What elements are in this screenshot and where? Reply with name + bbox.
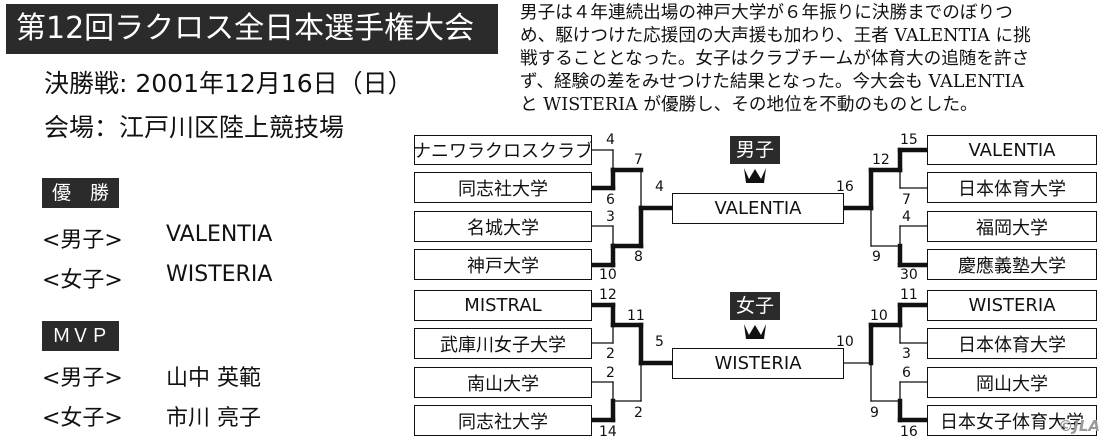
score: 12 xyxy=(599,287,617,303)
summary-line: 戦することとなった。女子はクラブチームが体育大の追随を許さ xyxy=(520,49,1030,69)
team-box: 岡山大学 xyxy=(927,367,1097,398)
score: 9 xyxy=(872,249,881,265)
team-box: 日本女子体育大学 xyxy=(927,405,1097,436)
score: 4 xyxy=(902,209,911,225)
team-box: ナニワラクロスクラブ xyxy=(414,135,592,165)
score: 6 xyxy=(902,365,911,381)
team-box: WISTERIA xyxy=(927,290,1097,321)
score: 10 xyxy=(870,308,888,324)
women-champion-box: WISTERIA xyxy=(672,348,844,379)
champion-women-team: WISTERIA xyxy=(166,262,273,287)
summary-text: 男子は４年連続出場の神戸大学が６年振りに決勝までのぼりつ め、駆けつけた応援団の… xyxy=(520,2,1102,117)
mvp-label: ＭＶＰ xyxy=(42,321,120,351)
team-box: 慶應義塾大学 xyxy=(927,249,1097,280)
team-box: VALENTIA xyxy=(927,135,1097,165)
event-title: 第12回ラクロス全日本選手権大会 xyxy=(6,4,498,54)
score: 16 xyxy=(900,424,918,440)
men-champion-box: VALENTIA xyxy=(672,193,844,224)
score: 7 xyxy=(902,192,911,208)
summary-line: ず、経験の差をみせつけた結果となった。今大会も VALENTIA xyxy=(520,72,1025,92)
score: 15 xyxy=(900,132,918,148)
team-box: 武庫川女子大学 xyxy=(414,328,592,359)
score: 2 xyxy=(634,405,643,421)
score: 3 xyxy=(606,209,615,225)
team-box: 福岡大学 xyxy=(927,211,1097,242)
women-category-label: 女子 xyxy=(730,292,781,320)
score: 9 xyxy=(870,405,879,421)
score: 4 xyxy=(655,179,664,195)
champion-men-team: VALENTIA xyxy=(166,222,273,247)
summary-line: と WISTERIA が優勝し、その地位を不動のものとした。 xyxy=(520,95,978,115)
score: 8 xyxy=(634,249,643,265)
team-box: 同志社大学 xyxy=(414,172,592,203)
score: 11 xyxy=(900,287,918,303)
team-box: 日本体育大学 xyxy=(927,328,1097,359)
score: 2 xyxy=(606,365,615,381)
summary-line: 男子は４年連続出場の神戸大学が６年振りに決勝までのぼりつ xyxy=(520,3,1013,23)
score: 2 xyxy=(606,346,615,362)
team-box: 名城大学 xyxy=(414,211,592,242)
score: 10 xyxy=(836,334,854,350)
score: 16 xyxy=(836,179,854,195)
team-box: 神戸大学 xyxy=(414,249,592,280)
venue: 会場：江戸川区陸上競技場 xyxy=(44,113,345,142)
jla-logo: ©JLA xyxy=(1058,417,1100,435)
champion-women-category: <女子> xyxy=(42,268,123,293)
score: 4 xyxy=(606,132,615,148)
team-box: 日本体育大学 xyxy=(927,172,1097,203)
team-box: MISTRAL xyxy=(414,290,592,321)
score: 10 xyxy=(599,267,617,283)
mvp-men-category: <男子> xyxy=(42,366,123,391)
men-category-label: 男子 xyxy=(730,136,781,164)
score: 11 xyxy=(627,308,645,324)
crown-icon xyxy=(744,168,766,183)
champion-men-category: <男子> xyxy=(42,228,123,253)
final-date: 決勝戦: 2001年12月16日（日） xyxy=(44,69,413,98)
score: 30 xyxy=(900,267,918,283)
mvp-women-category: <女子> xyxy=(42,406,123,431)
team-box: 同志社大学 xyxy=(414,405,592,436)
mvp-men-name: 山中 英範 xyxy=(166,366,261,391)
score: 7 xyxy=(634,152,643,168)
crown-icon xyxy=(744,324,766,339)
score: 5 xyxy=(655,334,664,350)
score: 6 xyxy=(606,192,615,208)
score: 3 xyxy=(902,346,911,362)
score: 14 xyxy=(599,424,617,440)
summary-line: め、駆けつけた応援団の大声援も加わり、王者 VALENTIA に挑 xyxy=(520,26,1031,46)
score: 12 xyxy=(872,152,890,168)
champion-label: 優 勝 xyxy=(42,178,120,208)
mvp-women-name: 市川 亮子 xyxy=(166,406,261,431)
team-box: 南山大学 xyxy=(414,367,592,398)
